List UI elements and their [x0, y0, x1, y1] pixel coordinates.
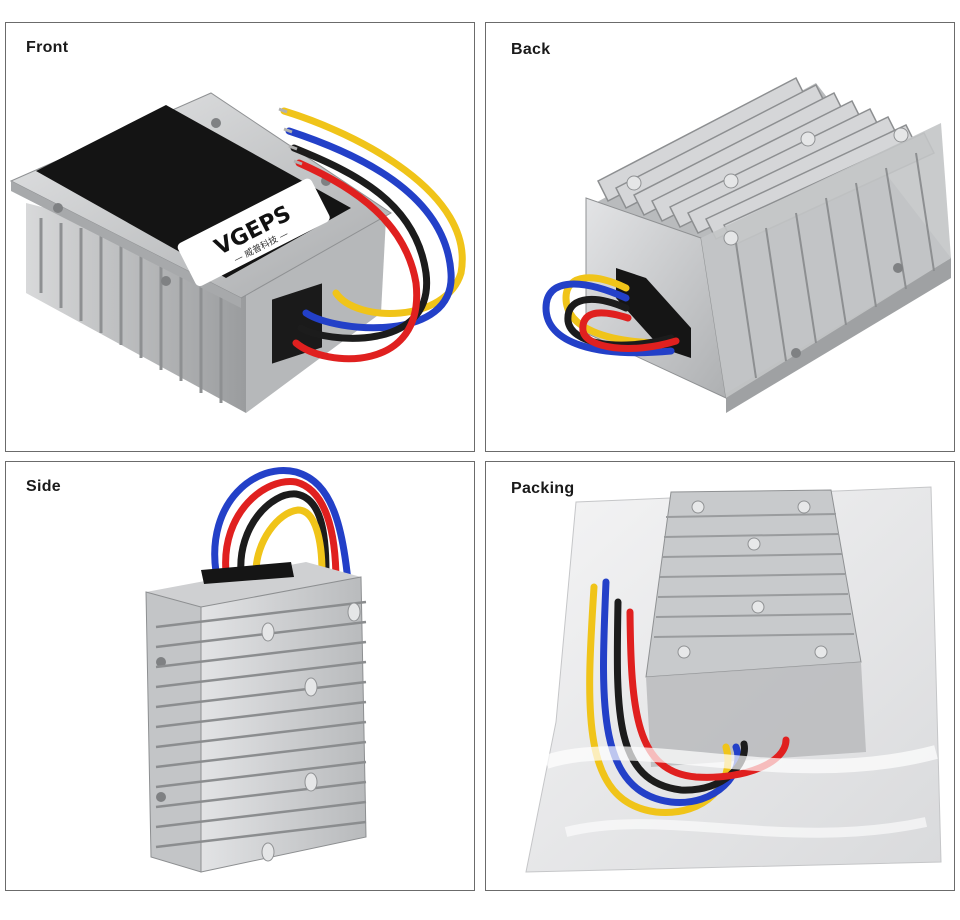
brand-label: VGEPS — 威普科技 — — [177, 178, 330, 287]
housing-side-face — [145, 591, 202, 873]
panel-label-side: Side — [26, 478, 61, 495]
panel-packing: Packing — [485, 461, 955, 891]
panel-back: Back — [485, 22, 955, 452]
cable-grommet — [201, 562, 294, 584]
panel-label-back: Back — [511, 41, 551, 58]
panel-front: Front — [5, 22, 475, 452]
boxed-module — [645, 489, 862, 678]
packing-product-image — [525, 486, 942, 873]
cable-grommet — [272, 283, 322, 364]
panel-label-packing: Packing — [511, 480, 575, 497]
heatsink-fins — [155, 600, 367, 849]
heatsink-fins — [596, 76, 936, 246]
front-product-image: VGEPS — 威普科技 — — [9, 92, 466, 413]
wire-bundle — [280, 107, 466, 363]
back-product-image — [542, 76, 951, 413]
panel-label-front: Front — [26, 39, 69, 56]
side-product-image — [145, 467, 367, 873]
panel-side: Side — [5, 461, 475, 891]
wire-bundle — [211, 467, 355, 626]
wire-bundle — [542, 274, 680, 357]
